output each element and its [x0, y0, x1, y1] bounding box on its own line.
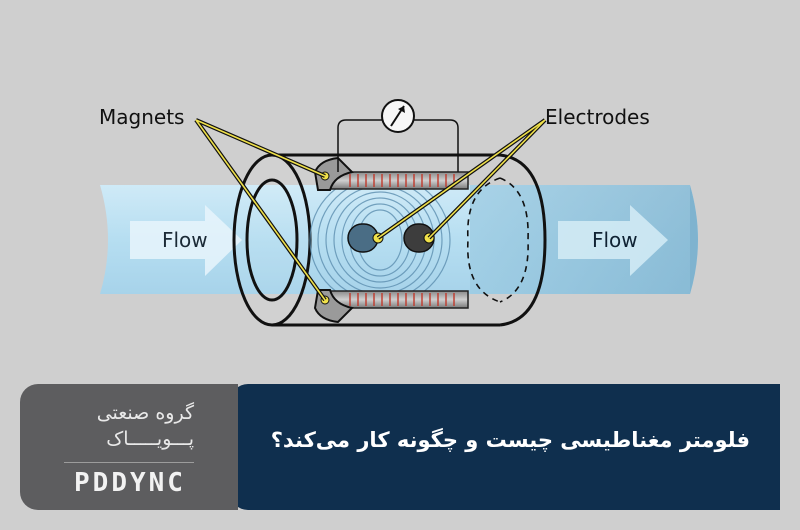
electrodes-label: Electrodes: [545, 105, 650, 129]
magnetic-flowmeter-diagram: Magnets Electrodes Flow Flow: [99, 99, 698, 327]
title-panel: فلومتر مغناطیسی چیست و چگونه کار می‌کند؟: [230, 384, 780, 510]
electrode-right: [403, 223, 435, 253]
logo-wordmark: PDDYNC: [74, 468, 186, 498]
flow-arrow-icon: [130, 205, 242, 276]
magnets-label: Magnets: [99, 105, 184, 129]
logo-text-line2: پـــویـــــاک: [106, 428, 194, 450]
logo-text-line1: گروه صنعتی: [96, 402, 194, 424]
gauge-icon: [381, 99, 415, 133]
page-title: فلومتر مغناطیسی چیست و چگونه کار می‌کند؟: [270, 428, 750, 452]
flow-arrow-icon: [558, 205, 668, 276]
logo-panel: گروه صنعتی پـــویـــــاک PDDYNC: [20, 384, 238, 510]
logo-divider: [64, 462, 194, 463]
coil-top: [317, 171, 469, 190]
gauge-wiring: [337, 119, 459, 172]
flow-label-left: Flow: [162, 228, 208, 252]
flow-label-right: Flow: [592, 228, 638, 252]
banner: فلومتر مغناطیسی چیست و چگونه کار می‌کند؟…: [20, 384, 780, 510]
